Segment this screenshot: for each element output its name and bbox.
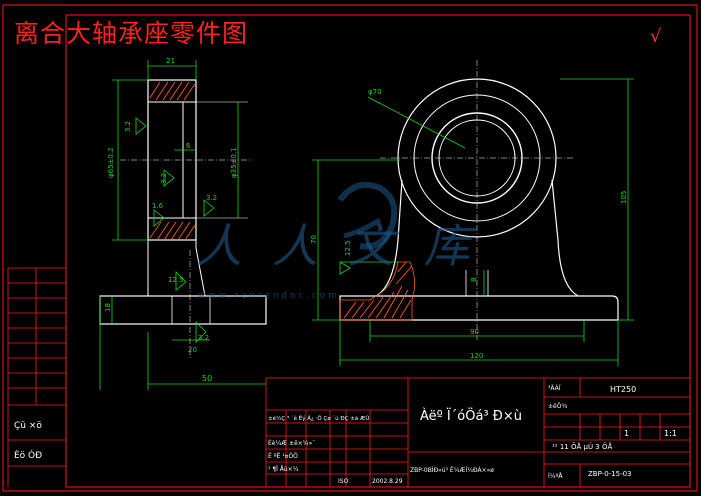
- rough-3-2-b: 3.2: [160, 173, 168, 184]
- tb-drawing-no-label: Í¼ºÅ: [548, 473, 563, 480]
- side-strip: [7, 267, 66, 487]
- rough-3-2-base: 3.2: [198, 334, 209, 342]
- tb-material-label: ³ÄÁÏ: [548, 385, 561, 392]
- rough-1-6: 1.6: [152, 202, 164, 210]
- right-dimensions: [312, 78, 634, 366]
- dim-50: 50: [202, 374, 212, 383]
- dim-6: 6: [186, 142, 191, 150]
- drawing-title: 离合大轴承座零件图: [14, 19, 249, 48]
- tb-part-name: Àëº Ï´óÖá³ Ð×ù: [420, 407, 522, 424]
- tb-drawing-no: ZBP-0-15-03: [588, 470, 632, 478]
- watermark-text: 人人文库: [196, 219, 500, 273]
- check-mark-icon: √: [650, 26, 662, 47]
- dim-phi35: φ35±0.1: [230, 147, 238, 178]
- right-view: [339, 60, 619, 340]
- hatch-right: [339, 261, 415, 321]
- tb-date: 2002.8.29: [372, 478, 403, 485]
- left-dimensions: [99, 60, 266, 390]
- tb-row-sign-3: Ê ºË ¹¤ÒÕ: [268, 452, 298, 460]
- tb-row-sign-4: ¹ ¶Ï Åú×¼: [268, 466, 299, 473]
- dim-90: 90: [470, 328, 479, 336]
- dim-phi70: φ70: [368, 88, 382, 96]
- tb-material: HT250: [610, 385, 636, 394]
- hatch-bottom-left: [149, 221, 196, 241]
- left-view: [99, 79, 267, 360]
- dim-phi65: φ65±0.2: [107, 147, 115, 178]
- title-block: [265, 377, 691, 488]
- rough-12-5-left: 12.5: [168, 276, 184, 284]
- tb-company: ZBP-0BÍÐ»ú³ Ê¼ÆÍ¼ÐÀ×»ø: [410, 466, 494, 474]
- hatch-top-left: [149, 81, 196, 101]
- side-label-2: Èö ÓÐ: [14, 449, 42, 461]
- dim-21: 21: [166, 57, 175, 65]
- tb-code-label: ±êÖ¾: [548, 403, 567, 410]
- tb-row-sign-2: Éè¼Æ ±ê×¼»¯: [268, 439, 315, 447]
- watermark-url: w w w . r e n r e n d o c . c o m: [198, 291, 337, 301]
- tb-row-sign-1: ±ê¼Ç ³ ´ê Êý Á¿ ·Ö Çø ´ú ÐÇ ±ä ÆÚ: [268, 414, 369, 422]
- tb-std: ISO: [338, 478, 349, 485]
- rough-12-5-right: 12.5: [344, 240, 352, 256]
- tb-quantity: 1: [624, 429, 629, 438]
- tb-scale: 1:1: [664, 429, 677, 438]
- dim-20: 20: [188, 346, 197, 354]
- rough-3-2-a: 3.2: [124, 121, 132, 132]
- rough-3-2-c: 3.2: [206, 194, 217, 202]
- dim-70: 70: [310, 235, 318, 244]
- side-label-1: Çü ×ö: [14, 421, 42, 431]
- dim-18: 18: [104, 303, 112, 312]
- dim-120: 120: [470, 352, 483, 360]
- dim-105: 105: [620, 191, 628, 204]
- watermark-logo: [337, 182, 398, 250]
- dim-8: 8: [470, 278, 478, 282]
- right-base: [339, 295, 619, 321]
- outer-frame: [2, 4, 698, 492]
- tb-sheet: ¹² 11 ÕÅ µÚ 3 ÕÅ: [552, 442, 612, 451]
